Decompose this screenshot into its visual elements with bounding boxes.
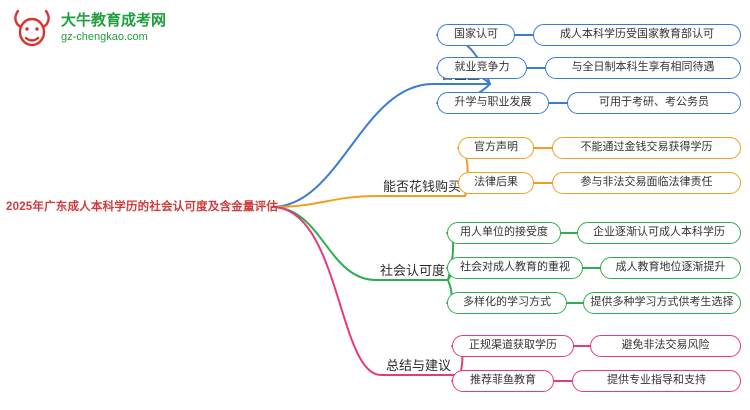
logo-site-url[interactable]: gz-chengkao.com	[61, 30, 148, 43]
node-description: 提供多种学习方式供考生选择	[583, 292, 741, 314]
node-description: 与全日制本科生享有相同待遇	[545, 57, 741, 79]
logo-text: 大牛教育成考网 gz-chengkao.com	[61, 12, 166, 45]
node-label: 升学与职业发展	[437, 92, 549, 114]
node-label: 多样化的学习方式	[447, 292, 567, 314]
node-label: 社会对成人教育的重视	[447, 257, 583, 279]
branch-label-recognition: 社会认可度	[380, 263, 446, 278]
node-description: 成人本科学历受国家教育部认可	[533, 24, 741, 46]
node-label: 官方声明	[458, 137, 534, 159]
node-label: 国家认可	[437, 24, 515, 46]
node-label: 用人单位的接受度	[447, 222, 561, 244]
node-description: 避免非法交易风险	[590, 335, 741, 357]
node-label: 推荐菲鱼教育	[452, 370, 554, 392]
branch-label-summary: 总结与建议	[386, 358, 452, 373]
node-description: 可用于考研、考公务员	[567, 92, 741, 114]
mindmap-root-title: 2025年广东成人本科学历的社会认可度及含金量评估	[6, 201, 279, 213]
bull-icon	[14, 9, 50, 47]
site-logo[interactable]: 大牛教育成考网 gz-chengkao.com	[10, 8, 166, 48]
node-description: 提供专业指导和支持	[572, 370, 741, 392]
node-label: 法律后果	[458, 172, 534, 194]
node-description: 参与非法交易面临法律责任	[552, 172, 741, 194]
node-label: 正规渠道获取学历	[452, 335, 574, 357]
node-description: 不能通过金钱交易获得学历	[552, 137, 741, 159]
node-label: 就业竞争力	[437, 57, 527, 79]
node-description: 企业逐渐认可成人本科学历	[577, 222, 741, 244]
logo-site-name: 大牛教育成考网	[61, 11, 167, 29]
branch-label-purchase: 能否花钱购买	[383, 179, 462, 194]
node-description: 成人教育地位逐渐提升	[600, 257, 741, 279]
